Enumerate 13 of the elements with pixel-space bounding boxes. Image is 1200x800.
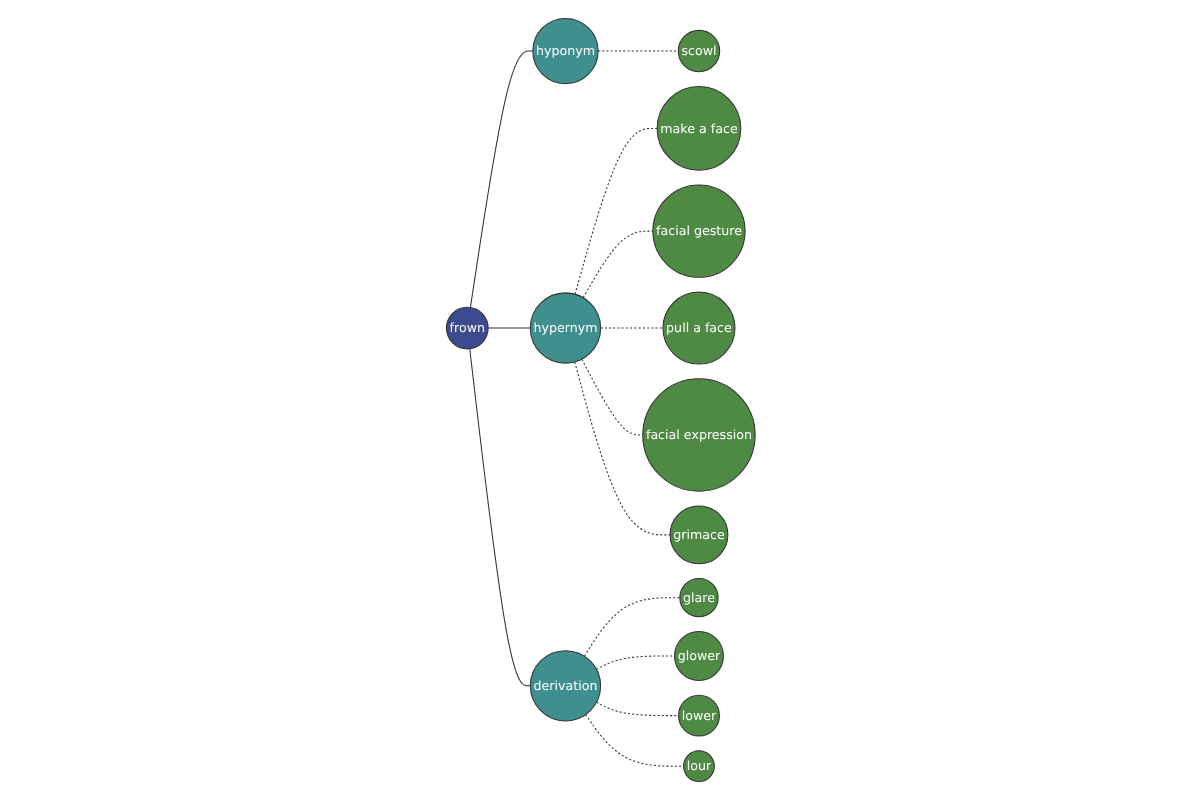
connector <box>599 327 663 329</box>
connector <box>573 127 657 295</box>
connector <box>486 327 530 329</box>
connector <box>584 714 684 767</box>
connector <box>573 361 670 536</box>
connector <box>469 50 533 308</box>
connector <box>583 597 680 657</box>
connector <box>596 50 678 52</box>
connector <box>468 348 531 687</box>
connector <box>595 655 675 670</box>
connector <box>580 358 643 436</box>
connector <box>595 701 679 717</box>
connector <box>581 230 653 299</box>
